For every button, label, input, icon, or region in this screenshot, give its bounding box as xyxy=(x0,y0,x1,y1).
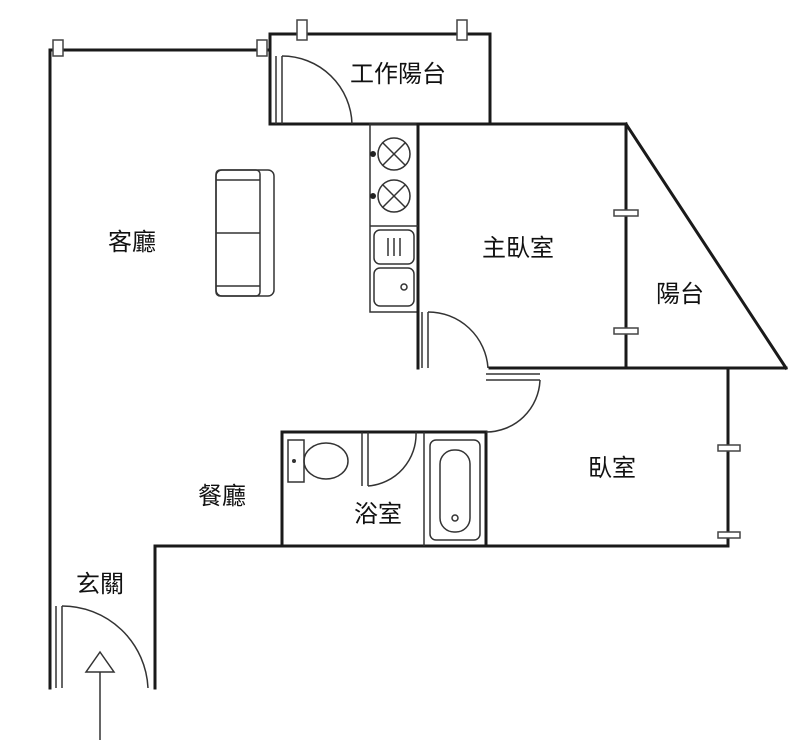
stove-icon xyxy=(370,137,418,227)
sofa-icon xyxy=(215,169,275,297)
room-label-master-bedroom: 主臥室 xyxy=(482,234,554,262)
walls xyxy=(48,32,789,690)
room-label-work-balcony: 工作陽台 xyxy=(350,60,446,88)
doors xyxy=(55,55,541,689)
toilet-icon xyxy=(287,439,349,483)
bathtub-icon xyxy=(429,439,481,541)
room-label-living-room: 客廳 xyxy=(108,228,156,256)
sink-icon xyxy=(373,229,415,307)
room-label-bedroom: 臥室 xyxy=(588,454,636,482)
room-label-dining-room: 餐廳 xyxy=(198,482,246,510)
wall-markers xyxy=(52,19,741,539)
room-label-balcony: 陽台 xyxy=(656,280,704,308)
room-label-bathroom: 浴室 xyxy=(354,500,402,528)
entry-arrow-icon xyxy=(84,650,116,740)
room-label-entrance: 玄關 xyxy=(76,570,124,598)
